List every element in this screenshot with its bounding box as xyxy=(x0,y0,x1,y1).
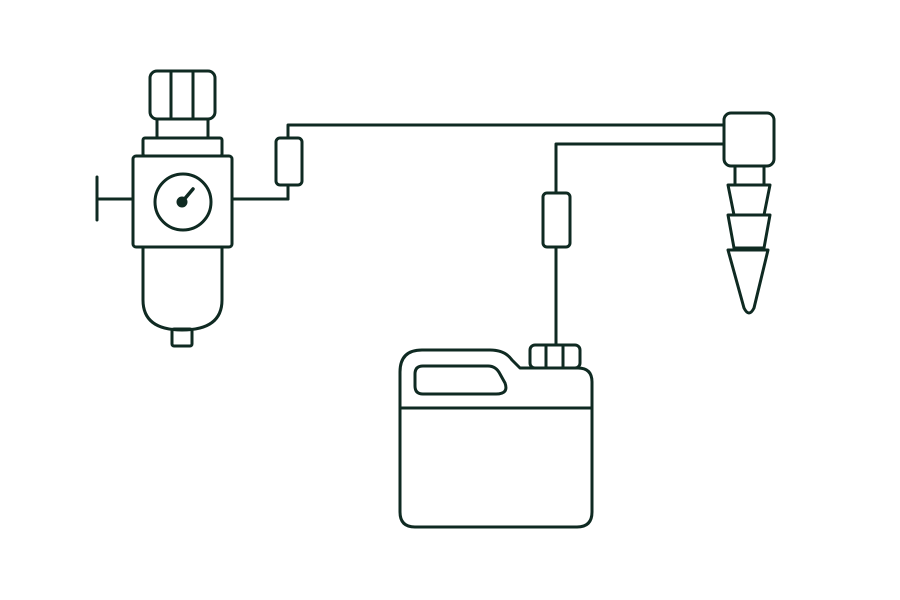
nozzle-segment xyxy=(726,183,772,217)
nozzle-tip xyxy=(726,248,770,315)
air-filter-regulator-icon xyxy=(95,69,290,348)
inline-filter-icon xyxy=(541,191,572,249)
nozzle-head xyxy=(722,111,776,168)
jerrycan-icon xyxy=(398,343,594,529)
gauge-dial xyxy=(153,172,213,232)
fluid-hose-segment xyxy=(554,142,726,195)
canister-body xyxy=(398,348,594,529)
canister-cap xyxy=(528,343,582,370)
pressure-gauge-icon xyxy=(153,172,213,232)
air-hose-segment xyxy=(286,123,726,140)
air-line xyxy=(274,123,726,201)
regulator-body xyxy=(131,154,234,249)
bowl-drain xyxy=(170,327,194,348)
gauge-needle xyxy=(180,187,195,204)
regulator-neck xyxy=(155,117,210,140)
fluid-line xyxy=(541,142,726,347)
nozzle-neck xyxy=(733,164,766,187)
nozzle-icon xyxy=(722,111,776,315)
filter-bowl xyxy=(141,245,224,332)
canister-handle xyxy=(413,364,508,396)
inline-filter-icon xyxy=(274,136,304,187)
regulator-collar xyxy=(141,136,224,158)
regulator-knob xyxy=(148,69,217,121)
nozzle-segment xyxy=(726,213,772,250)
